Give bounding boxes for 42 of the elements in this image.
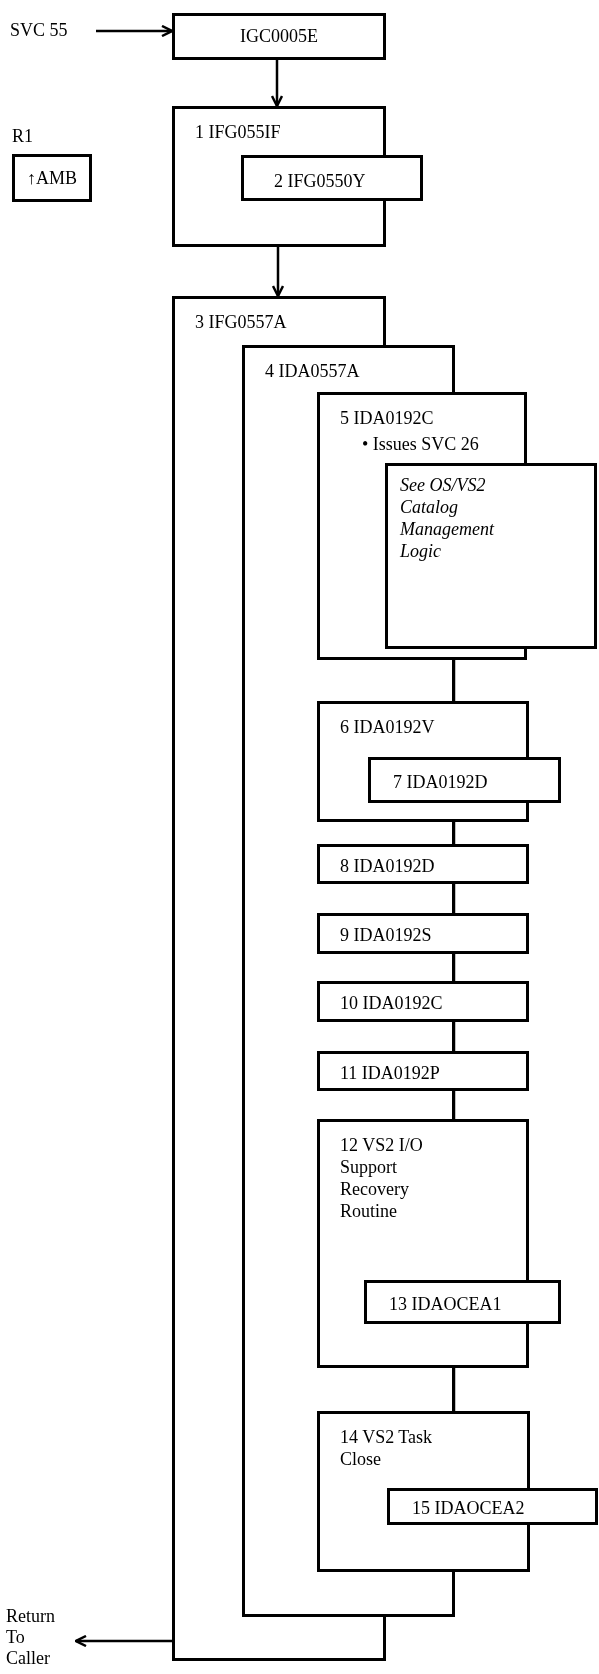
module-box — [364, 1280, 561, 1324]
flow-label: Return To Caller — [6, 1606, 56, 1669]
module-name: 3 IFG0557A — [195, 311, 287, 333]
module-box: IGC0005E — [172, 13, 386, 60]
module-name: 2 IFG0550Y — [274, 170, 366, 192]
module-box — [241, 155, 423, 201]
connector-line — [452, 884, 456, 913]
flow-label: SVC 55 — [10, 20, 68, 41]
module-box — [368, 757, 561, 803]
register-box: ↑AMB — [12, 154, 92, 202]
register-label: R1 — [12, 125, 33, 148]
module-name: 9 IDA0192S — [340, 924, 432, 946]
module-name: 4 IDA0557A — [265, 360, 360, 382]
module-name: 1 IFG055IF — [195, 121, 281, 143]
module-name: 8 IDA0192D — [340, 855, 435, 877]
module-box — [317, 913, 529, 954]
module-box — [317, 844, 529, 884]
module-name: 14 VS2 Task Close — [340, 1426, 434, 1470]
reference-box — [385, 463, 597, 649]
module-name: 7 IDA0192D — [393, 771, 488, 793]
connector-line — [452, 822, 456, 844]
arrow — [271, 247, 285, 298]
connector-line — [452, 1022, 456, 1051]
module-box — [317, 981, 529, 1022]
module-name: 11 IDA0192P — [340, 1062, 440, 1084]
module-name: 6 IDA0192V — [340, 716, 435, 738]
arrow — [74, 1634, 172, 1648]
module-note: • Issues SVC 26 — [362, 433, 479, 455]
module-name: 12 VS2 I/O Support Recovery Routine — [340, 1134, 424, 1222]
module-name: 13 IDAOCEA1 — [389, 1293, 502, 1315]
module-name: 5 IDA0192C — [340, 407, 434, 429]
arrow — [270, 60, 284, 108]
connector-line — [452, 1368, 456, 1411]
arrow — [96, 24, 174, 38]
reference-text: See OS/VS2 Catalog Management Logic — [400, 474, 496, 562]
module-box — [387, 1488, 598, 1525]
module-name: 15 IDAOCEA2 — [412, 1497, 525, 1519]
module-name: 10 IDA0192C — [340, 992, 443, 1014]
connector-line — [452, 1091, 456, 1119]
connector-line — [452, 660, 456, 701]
module-box — [317, 1051, 529, 1091]
connector-line — [452, 954, 456, 981]
